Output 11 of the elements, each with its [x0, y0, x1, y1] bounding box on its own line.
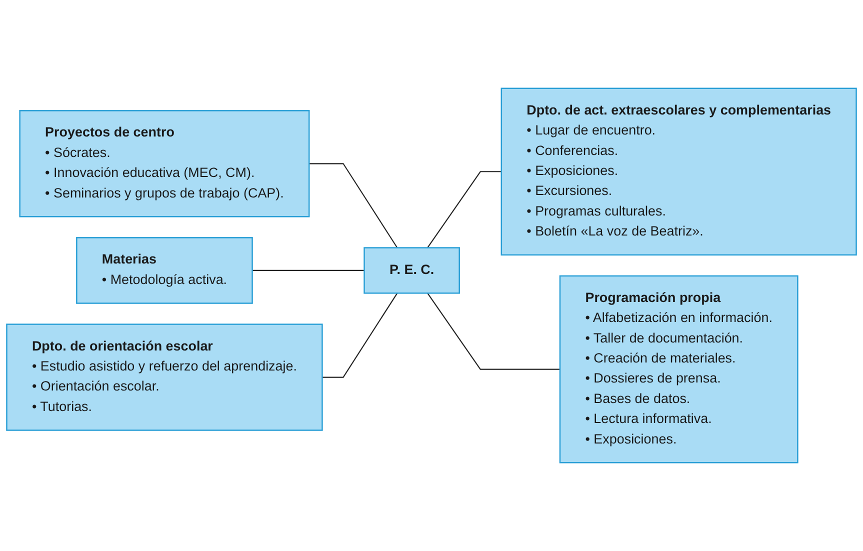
node-box: Dpto. de orientación escolar • Estudio asistido y refuerzo del aprendizaje. • Orientación escolar. • Tutorias. [6, 324, 323, 431]
node-box: P. E. C. [364, 247, 460, 294]
node-box: Programación propia • Alfabetización en información. • Taller de documentación. • Creación de materiales. • Dossieres de prensa. • Bases de datos. • Lectura informativa. • Exposiciones. [559, 275, 798, 464]
node-box: Materias • Metodología activa. [76, 237, 253, 304]
connector [252, 270, 364, 271]
connector [322, 292, 398, 378]
connector [427, 292, 560, 370]
node-box: Proyectos de centro • Sócrates. • Innovación educativa (MEC, CM). • Seminarios y grupos de trabajo (CAP). [19, 110, 310, 218]
connector [309, 163, 398, 248]
node-box: Dpto. de act. extraescolares y complementarias • Lugar de encuentro. • Conferencias. • Exposiciones. • Excursiones. • Programas culturales. • Boletín «La voz de Beatriz». [500, 88, 857, 256]
connector [427, 171, 502, 248]
